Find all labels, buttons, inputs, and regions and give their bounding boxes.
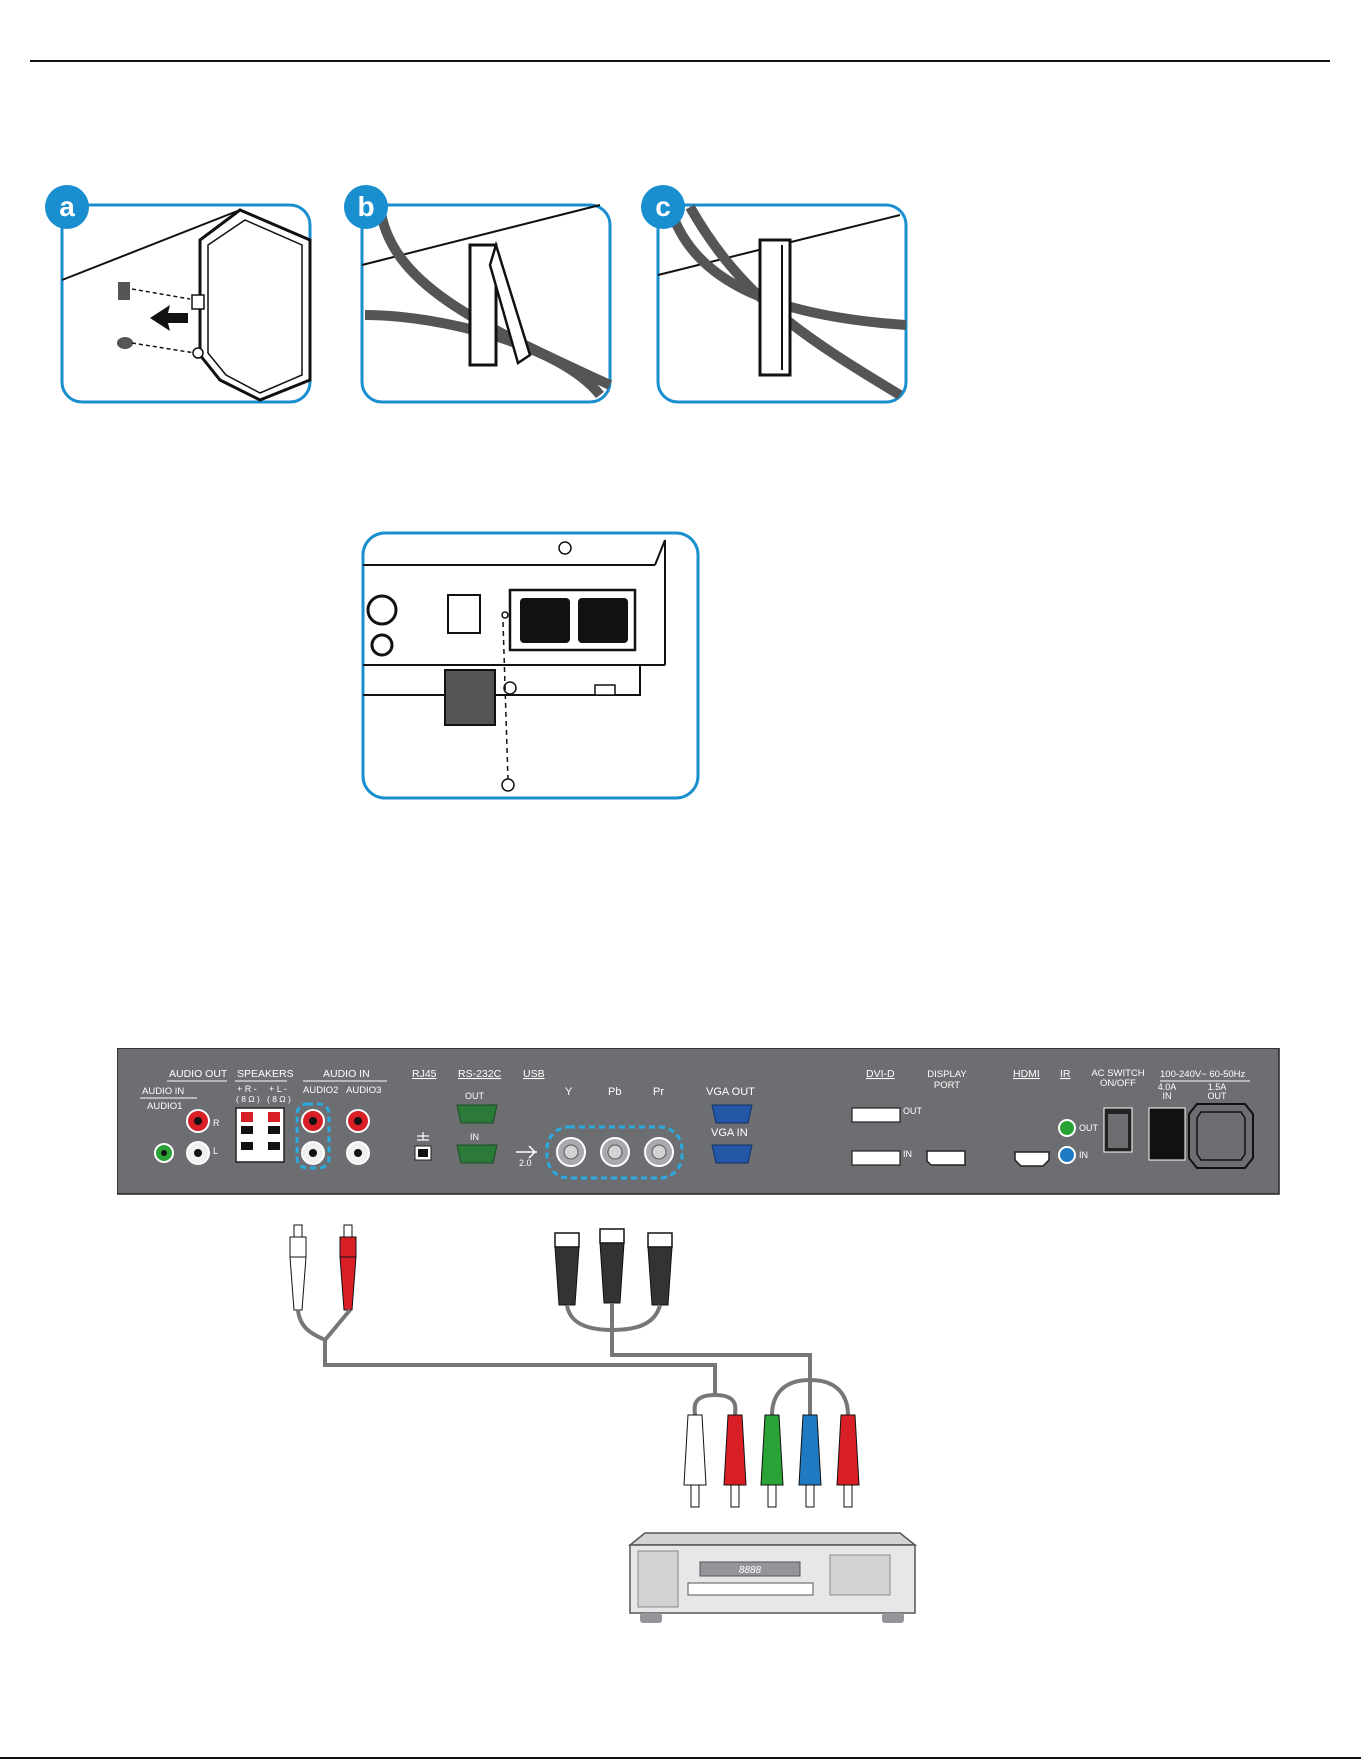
lower-rca-white (684, 1415, 706, 1507)
bnc-plug-pr (648, 1233, 672, 1305)
label-spk-l-ohm: ( 8 Ω ) (267, 1094, 291, 1104)
bnc-plug-y (555, 1233, 579, 1305)
cable-connection-diagram: 8888 (270, 1215, 930, 1625)
step-b-letter: b (357, 191, 374, 222)
step-a-letter: a (59, 191, 75, 222)
label-vga-out: VGA OUT (706, 1086, 755, 1098)
label-rs232c: RS-232C (458, 1068, 502, 1080)
step-b-panel (362, 205, 610, 402)
label-spk-r: + R - (237, 1084, 257, 1094)
rs232c-in-port[interactable] (457, 1145, 497, 1163)
label-audio-out: AUDIO OUT (169, 1068, 228, 1080)
label-r: R (213, 1118, 220, 1128)
power-clamp-illustration (360, 530, 705, 805)
dvi-out-port[interactable] (852, 1108, 900, 1122)
label-y: Y (565, 1086, 573, 1098)
dvi-in-port[interactable] (852, 1151, 900, 1165)
label-dvi-in: IN (903, 1149, 912, 1159)
step-b-badge: b (344, 185, 388, 229)
vga-out-port[interactable] (712, 1105, 752, 1123)
label-in-word: IN (1163, 1091, 1172, 1101)
ac-in-socket[interactable] (1149, 1108, 1185, 1160)
label-rj45: RJ45 (412, 1068, 437, 1080)
label-vga-in: VGA IN (711, 1127, 748, 1139)
lower-rca-red (724, 1415, 746, 1507)
component-pb-jack[interactable] (601, 1138, 629, 1166)
label-display-port-2: PORT (934, 1080, 960, 1091)
label-audio-in: AUDIO IN (323, 1068, 370, 1080)
label-audio2: AUDIO2 (303, 1085, 338, 1096)
label-hdmi: HDMI (1013, 1068, 1040, 1080)
label-audio3: AUDIO3 (346, 1085, 381, 1096)
label-speakers: SPEAKERS (237, 1068, 294, 1080)
dvd-player: 8888 (630, 1533, 915, 1623)
audio-rca-plug-white (290, 1225, 306, 1310)
ir-out-jack[interactable] (1059, 1120, 1075, 1136)
bottom-rule (0, 1757, 1361, 1759)
screw-icon (559, 542, 571, 554)
label-ir-in: IN (1079, 1150, 1088, 1160)
step-c-letter: c (655, 191, 671, 222)
label-audio-in-left: AUDIO IN (142, 1086, 184, 1097)
dvd-display: 8888 (739, 1565, 762, 1576)
rs232c-out-port[interactable] (457, 1105, 497, 1123)
label-audio1: AUDIO1 (147, 1101, 182, 1112)
step-a-badge: a (45, 185, 89, 229)
top-rule (30, 60, 1330, 62)
label-dvi-out: OUT (903, 1106, 923, 1116)
rear-panel: AUDIO OUT SPEAKERS AUDIO IN RJ45 RS-232C… (117, 1048, 1282, 1196)
label-dvi-d: DVI-D (866, 1068, 895, 1080)
hdmi-port[interactable] (1015, 1152, 1049, 1166)
component-pr-jack[interactable] (645, 1138, 673, 1166)
rj45-port[interactable] (415, 1132, 431, 1160)
label-ir: IR (1060, 1068, 1071, 1080)
label-display-port-1: DISPLAY (927, 1069, 967, 1080)
lower-rca-blue (799, 1415, 821, 1507)
label-pr: Pr (653, 1086, 664, 1098)
step-a-panel (62, 205, 310, 402)
label-usb-ver: 2.0 (519, 1158, 532, 1168)
step-c-panel (658, 205, 906, 402)
lower-rca-green (761, 1415, 783, 1507)
step-c-badge: c (641, 185, 685, 229)
label-pb: Pb (608, 1086, 621, 1098)
audio-rca-plug-red (340, 1225, 356, 1310)
bnc-plug-pb (600, 1229, 624, 1303)
label-ir-out: OUT (1079, 1123, 1099, 1133)
label-usb: USB (523, 1068, 545, 1080)
label-ac-switch-2: ON/OFF (1100, 1078, 1136, 1089)
label-rs-out: OUT (465, 1091, 485, 1101)
label-rs-in: IN (470, 1132, 479, 1142)
vga-in-port[interactable] (712, 1145, 752, 1163)
label-power: 100-240V~ 60-50Hz (1160, 1069, 1246, 1080)
lower-rca-red-2 (837, 1415, 859, 1507)
cable-clip-steps: a b c (40, 185, 920, 410)
label-l: L (213, 1146, 218, 1156)
label-spk-l: + L - (269, 1084, 287, 1094)
label-out-word: OUT (1208, 1091, 1228, 1101)
component-y-jack[interactable] (557, 1138, 585, 1166)
label-spk-r-ohm: ( 8 Ω ) (236, 1094, 260, 1104)
ir-in-jack[interactable] (1059, 1147, 1075, 1163)
displayport-port[interactable] (927, 1151, 965, 1165)
screw-icon (502, 779, 514, 791)
